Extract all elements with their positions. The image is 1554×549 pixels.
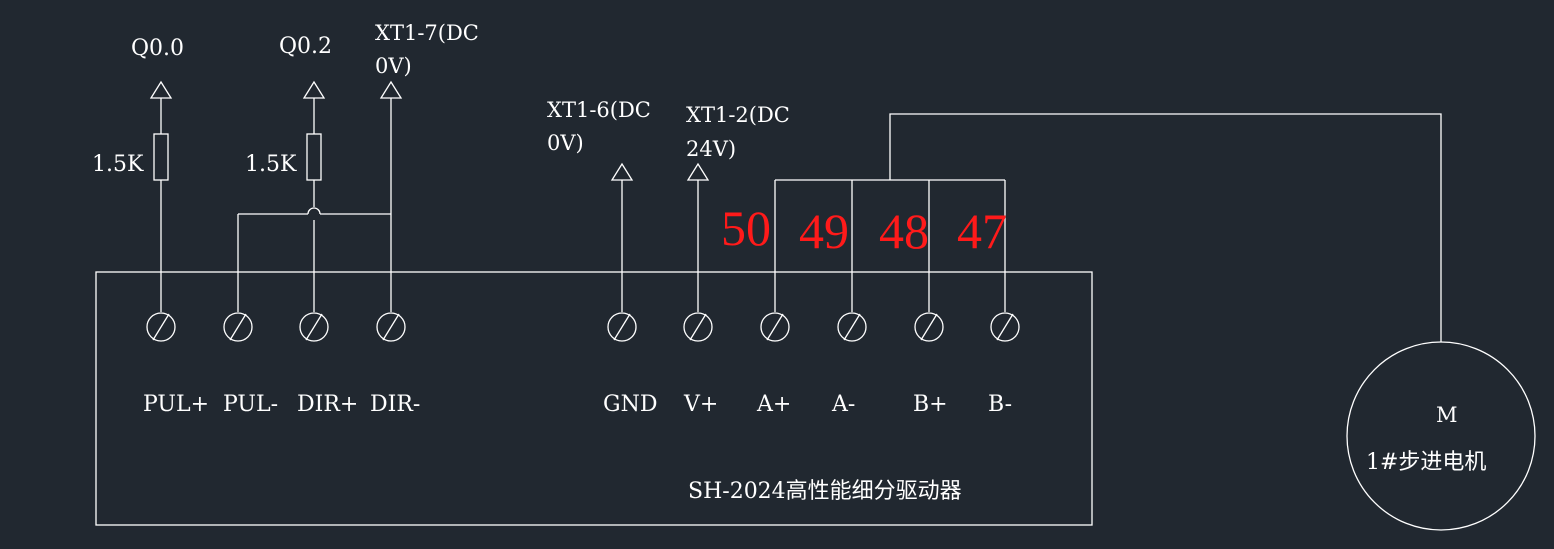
q02-arrow-icon [302,80,326,99]
terminal-dir-minus-icon [376,312,406,342]
terminal-b-minus-icon [990,312,1020,342]
terminal-label-b-minus: B- [988,392,1012,417]
label-xt1-2-line2: 24V) [686,137,736,161]
wire-number-b-minus: 47 [957,203,1007,259]
terminal-pul-minus-icon [223,312,253,342]
label-xt1-7-line2: 0V) [375,54,412,78]
terminal-gnd-icon [607,312,637,342]
q00-arrow-icon [149,80,173,99]
xt1-2-arrow-icon [686,162,710,181]
label-xt1-7-line1: XT1-7(DC [375,21,479,45]
terminal-label-gnd: GND [603,392,657,417]
terminal-label-a-minus: A- [831,392,855,417]
terminal-vplus-icon [683,312,713,342]
terminal-label-pul-plus: PUL+ [143,392,209,417]
terminal-dir-plus-icon [299,312,329,342]
label-q00: Q0.0 [131,36,184,61]
terminal-a-plus-icon [760,312,790,342]
stepper-motor-icon [1346,341,1536,531]
resistor-2 [306,133,322,181]
xt1-6-arrow-icon [610,162,634,181]
terminal-label-a-plus: A+ [756,392,791,417]
terminal-label-dir-plus: DIR+ [297,392,358,417]
wire-number-b-plus: 48 [879,203,929,259]
label-q02: Q0.2 [279,34,332,59]
terminal-label-dir-minus: DIR- [370,392,420,417]
resistor-1 [153,133,169,181]
label-xt1-2-line1: XT1-2(DC [686,103,790,127]
wire-number-a-plus: 50 [721,200,771,256]
label-resistor-2: 1.5K [245,152,297,177]
driver-box [95,271,1093,526]
wire-number-a-minus: 49 [799,203,849,259]
driver-label: SH-2024高性能细分驱动器 [688,479,962,504]
label-xt1-6-line2: 0V) [547,131,584,155]
motor-cable [889,113,1442,342]
terminal-a-minus-icon [837,312,867,342]
label-resistor-1: 1.5K [92,152,144,177]
motor-symbol: M [1436,403,1458,427]
label-xt1-6-line1: XT1-6(DC [547,98,651,122]
motor-label: 1#步进电机 [1366,450,1486,475]
terminal-b-plus-icon [914,312,944,342]
wire-crossover-hop [307,207,321,215]
terminal-pul-plus-icon [146,312,176,342]
xt1-7-arrow-icon [379,80,403,99]
terminal-label-vplus: V+ [683,392,718,417]
terminal-label-b-plus: B+ [913,392,948,417]
terminal-label-pul-minus: PUL- [223,392,278,417]
